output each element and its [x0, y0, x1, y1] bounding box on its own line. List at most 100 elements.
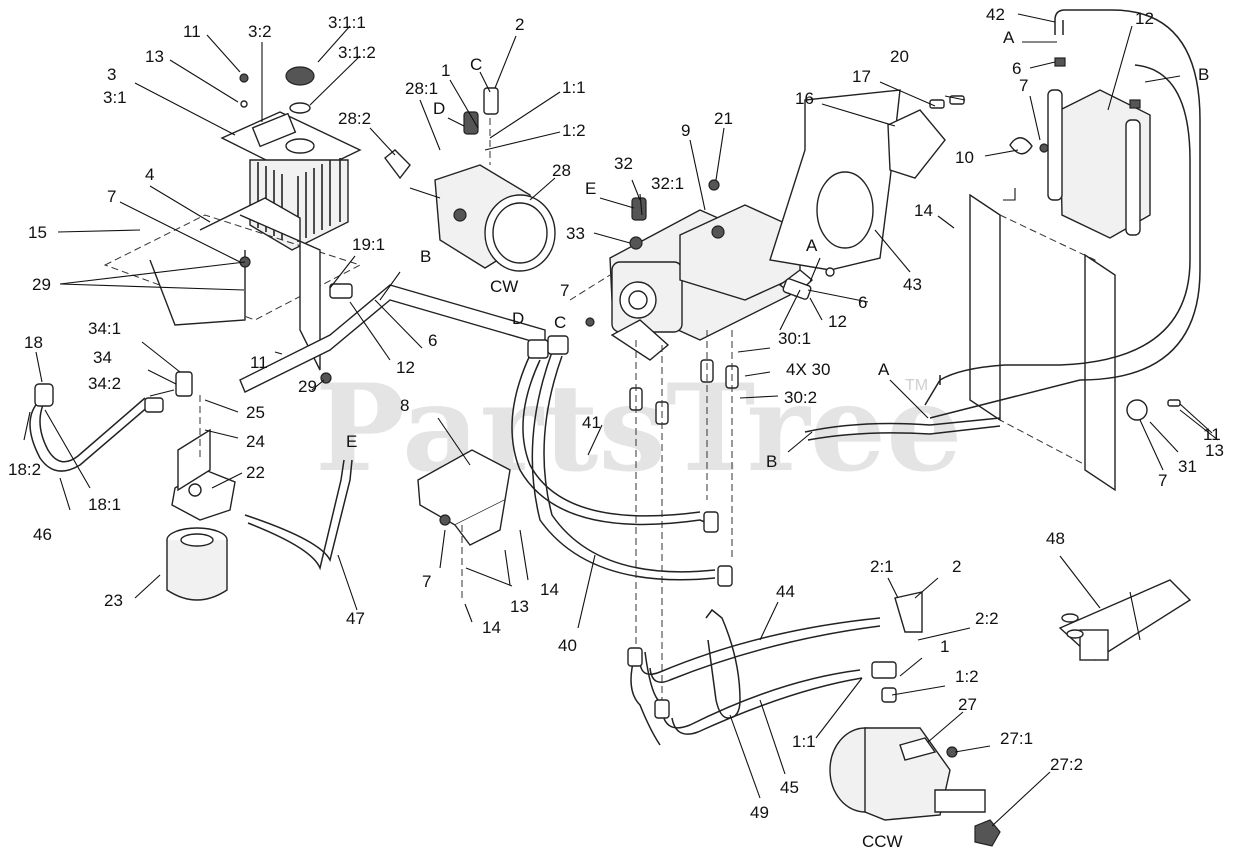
callout-29-left: 29: [32, 275, 51, 294]
filter-bracket-24: [177, 428, 211, 492]
reservoir-mount-bracket: [103, 197, 362, 371]
callout-3-1-2: 3:1:2: [338, 43, 376, 62]
callout-27: 27: [958, 695, 977, 714]
callout-d-top: D: [433, 99, 445, 118]
callout-1-low: 1: [940, 637, 949, 656]
callout-34-1: 34:1: [88, 319, 121, 338]
callout-21: 21: [714, 109, 733, 128]
oil-filter-23: [166, 527, 228, 601]
callout-22: 22: [246, 463, 265, 482]
callout-a-mid: A: [806, 236, 818, 255]
callout-13-top: 13: [145, 47, 164, 66]
callout-23: 23: [104, 591, 123, 610]
callout-28-1: 28:1: [405, 79, 438, 98]
callout-3-2: 3:2: [248, 22, 272, 41]
fitting-2-1: [871, 591, 923, 703]
hoses-44-45: [627, 617, 881, 746]
callout-47: 47: [346, 609, 365, 628]
callout-7-top: 7: [1019, 76, 1028, 95]
frame-48: [1058, 579, 1192, 661]
callout-42: 42: [986, 5, 1005, 24]
callout-4x30: 4X 30: [786, 360, 830, 379]
callout-2-top: 2: [515, 15, 524, 34]
callout-1-top: 1: [441, 61, 450, 80]
callout-13-right: 13: [1205, 441, 1224, 460]
callout-13-bracket: 13: [510, 597, 529, 616]
callout-11-top: 11: [183, 22, 201, 41]
callout-30-2: 30:2: [784, 388, 817, 407]
callout-12: 12: [1135, 9, 1154, 28]
callout-labels: 42 12 A B 6 7 10 3 3:1 3:2 3:1:1 3:1:2 1…: [8, 5, 1224, 851]
callout-7-bracket: 7: [422, 572, 431, 591]
callout-11-mid: 11: [250, 353, 268, 372]
callout-14-bracket: 14: [540, 580, 559, 599]
fittings-30: [629, 359, 739, 425]
callout-43: 43: [903, 275, 922, 294]
rotation-cw: CW: [490, 277, 518, 296]
callout-a-top: A: [1003, 28, 1015, 47]
callout-e-mid: E: [346, 432, 357, 451]
callout-c-mid: C: [554, 313, 566, 332]
motor-ccw: [829, 727, 1001, 847]
guide-lines: [199, 274, 733, 700]
reservoir-cap: [285, 66, 315, 114]
callout-c-top: C: [470, 55, 482, 74]
callout-17: 17: [852, 67, 871, 86]
callout-1-2-top: 1:2: [562, 121, 586, 140]
callout-15: 15: [28, 223, 47, 242]
callout-10: 10: [955, 148, 974, 167]
callout-40: 40: [558, 636, 577, 655]
hose-b-lower: [804, 417, 1001, 441]
hose-tie-49: [705, 608, 741, 719]
watermark: PartsTree: [315, 358, 962, 499]
callout-46: 46: [33, 525, 52, 544]
callout-32-1: 32:1: [651, 174, 684, 193]
callout-19-pump: 12: [828, 312, 847, 331]
callout-18-2: 18:2: [8, 460, 41, 479]
motor-cw: [384, 149, 556, 272]
hose-clamp-10: [1009, 137, 1148, 421]
callout-3-1: 3:1: [103, 88, 127, 107]
callout-d-mid: D: [512, 309, 524, 328]
callout-44: 44: [776, 582, 795, 601]
callout-b-top: B: [1198, 65, 1209, 84]
callout-48: 48: [1046, 529, 1065, 548]
pump-mount-plate: [769, 89, 946, 271]
frame-rail: [969, 188, 1116, 492]
callout-2-2: 2:2: [975, 609, 999, 628]
callout-2-low: 2: [952, 557, 961, 576]
leader-lines: [23, 13, 1219, 827]
rotation-ccw: CCW: [862, 832, 903, 851]
control-valve: [1047, 89, 1151, 239]
callout-a-low: A: [878, 360, 890, 379]
callout-45: 45: [780, 778, 799, 797]
callout-14-bottom: 14: [482, 618, 501, 637]
callout-6-mid: 6: [428, 331, 437, 350]
callout-34: 34: [93, 348, 112, 367]
callout-e-top: E: [585, 179, 596, 198]
callout-30-1: 30:1: [778, 329, 811, 348]
callout-b-low: B: [766, 452, 777, 471]
callout-1-1-low: 1:1: [792, 732, 816, 751]
callout-1-2-low: 1:2: [955, 667, 979, 686]
hose-46: [29, 383, 164, 472]
callout-29-mid: 29: [298, 377, 317, 396]
hoses-40-41: [511, 335, 733, 587]
callout-8: 8: [400, 396, 409, 415]
callout-31: 31: [1178, 457, 1197, 476]
fitting-34: [175, 371, 193, 397]
hydraulic-pump: [609, 204, 814, 361]
callout-49: 49: [750, 803, 769, 822]
callout-34-2: 34:2: [88, 374, 121, 393]
callout-25: 25: [246, 403, 265, 422]
callout-2-1: 2:1: [870, 557, 894, 576]
callout-18: 18: [24, 333, 43, 352]
callout-3-1-1: 3:1:1: [328, 13, 366, 32]
callout-6-pump: 6: [858, 293, 867, 312]
pump-top-fittings: [629, 179, 812, 300]
callout-32: 32: [614, 154, 633, 173]
callout-33: 33: [566, 224, 585, 243]
callout-20: 20: [890, 47, 909, 66]
callout-19-mid: 12: [396, 358, 415, 377]
